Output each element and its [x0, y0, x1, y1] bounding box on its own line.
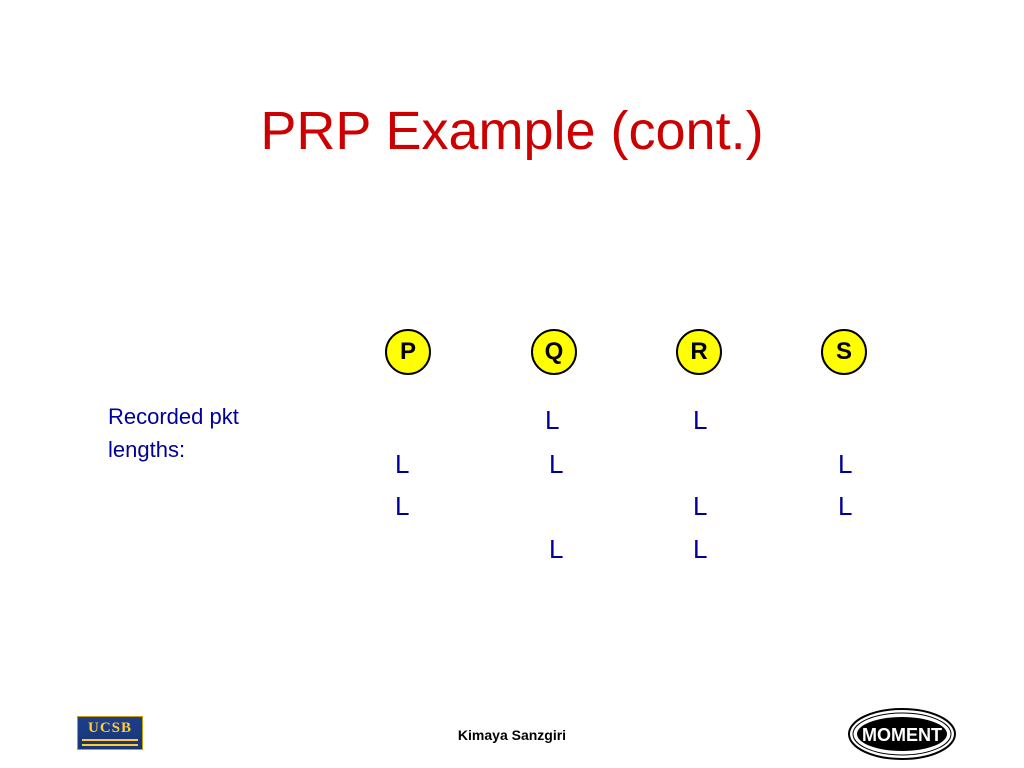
slide-title: PRP Example (cont.): [260, 101, 764, 161]
length-q-row2: L: [549, 449, 564, 479]
label-line-1: Recorded pkt: [108, 404, 239, 429]
ucsb-logo: UCSB: [77, 716, 143, 750]
length-q-row1: L: [545, 405, 560, 435]
length-r-row4: L: [693, 534, 708, 564]
recorded-lengths-label: Recorded pkt lengths:: [108, 400, 239, 466]
moment-logo: MOMENT: [848, 708, 956, 760]
presenter-name: Kimaya Sanzgiri: [457, 727, 567, 743]
node-s-label: S: [835, 338, 852, 365]
node-p-label: P: [399, 338, 416, 365]
node-q: Q: [531, 329, 577, 375]
length-r-row3: L: [693, 491, 708, 521]
node-p: P: [385, 329, 431, 375]
node-r: R: [676, 329, 722, 375]
length-s-row2: L: [838, 449, 853, 479]
node-r-label: R: [690, 338, 708, 365]
length-q-row4: L: [549, 534, 564, 564]
length-r-row1: L: [693, 405, 708, 435]
node-s: S: [821, 329, 867, 375]
length-p-row3: L: [395, 491, 410, 521]
node-q-label: Q: [544, 338, 564, 365]
moment-logo-text: MOMENT: [862, 725, 942, 745]
label-line-2: lengths:: [108, 437, 186, 462]
ucsb-logo-text: UCSB: [87, 720, 132, 736]
length-s-row3: L: [838, 491, 853, 521]
length-p-row2: L: [395, 449, 410, 479]
